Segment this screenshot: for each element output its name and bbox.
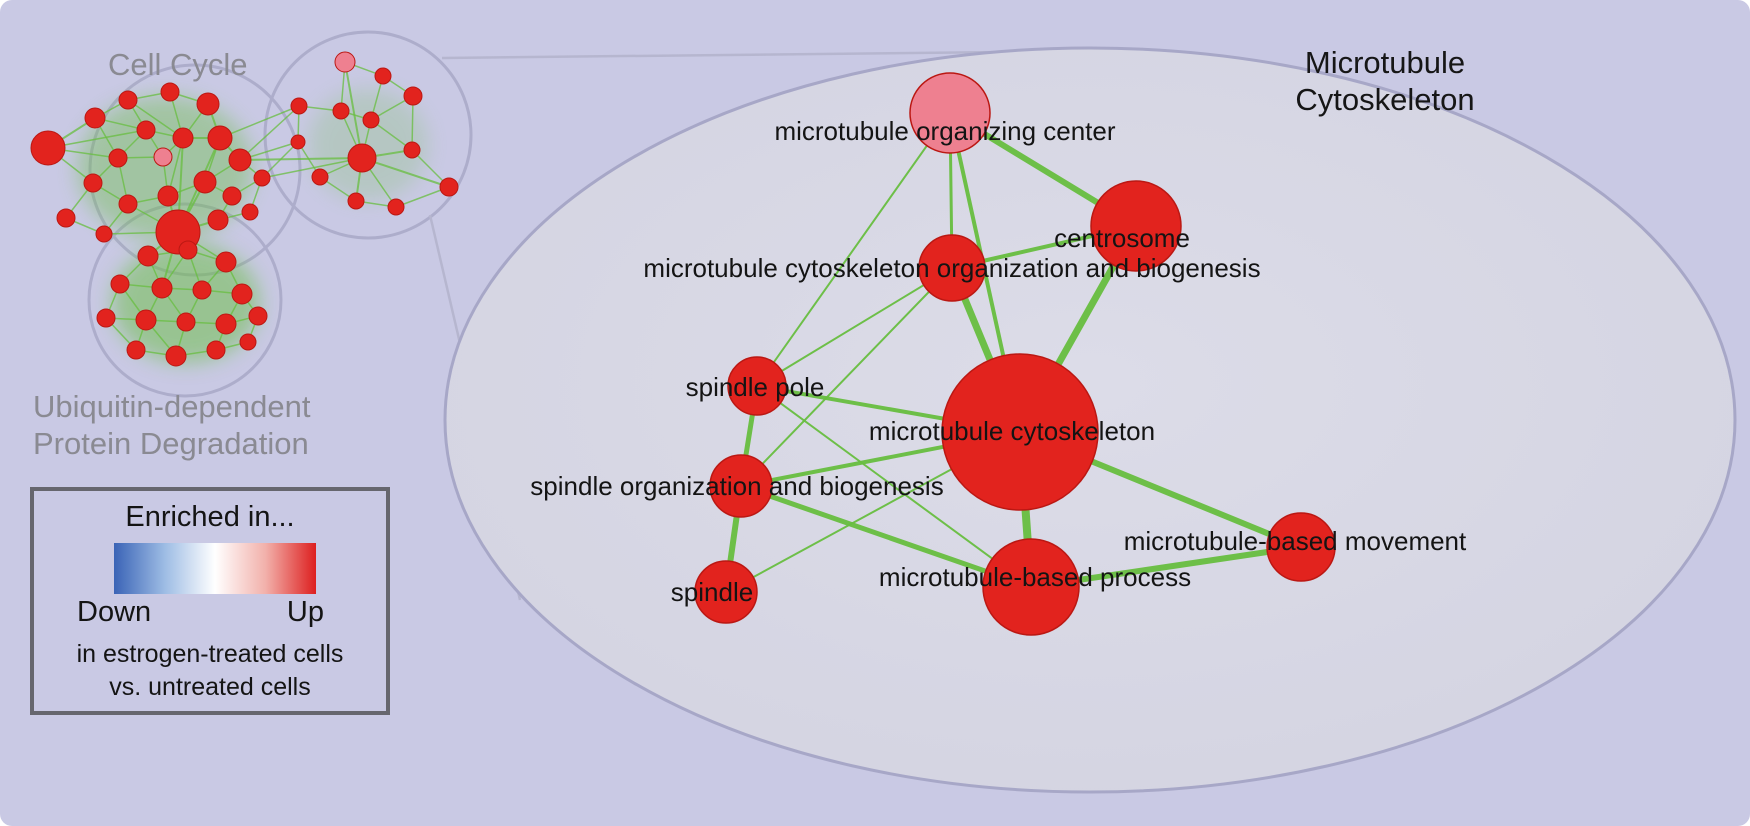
network-node-c7[interactable]: [153, 147, 173, 167]
network-node-spindle_pole[interactable]: [727, 356, 787, 416]
legend-title: Enriched in...: [125, 501, 295, 533]
network-edge: [756, 385, 1032, 588]
network-node-u5[interactable]: [192, 280, 212, 300]
network-node-u3[interactable]: [110, 274, 130, 294]
network-node-c12[interactable]: [118, 194, 138, 214]
network-edge: [740, 267, 953, 487]
network-edge: [361, 157, 450, 188]
network-edge: [756, 112, 951, 387]
network-node-m8[interactable]: [439, 177, 459, 197]
network-node-oc[interactable]: [909, 72, 991, 154]
network-node-c20[interactable]: [253, 169, 271, 187]
network-node-u14[interactable]: [206, 340, 226, 360]
network-node-u7[interactable]: [96, 308, 116, 328]
legend: Enriched in... Down Up in estrogen-treat…: [30, 487, 390, 715]
network-node-u12[interactable]: [126, 340, 146, 360]
legend-up-label: Up: [286, 596, 324, 628]
network-node-u1[interactable]: [178, 240, 198, 260]
network-edge: [219, 105, 300, 139]
network-node-u11[interactable]: [248, 306, 268, 326]
network-node-m2[interactable]: [403, 86, 423, 106]
network-node-u0[interactable]: [137, 245, 159, 267]
network-node-m7[interactable]: [403, 141, 421, 159]
network-node-c11[interactable]: [83, 173, 103, 193]
network-node-m11[interactable]: [387, 198, 405, 216]
legend-gradient-bar: [114, 543, 316, 594]
network-node-c1[interactable]: [84, 107, 106, 129]
network-node-mbp[interactable]: [982, 538, 1080, 636]
node-label-centrosome: centrosome: [1054, 223, 1190, 253]
legend-caption-line1: in estrogen-treated cells: [76, 640, 344, 668]
network-node-u10[interactable]: [215, 313, 237, 335]
network-edge: [738, 483, 1034, 590]
network-node-c4[interactable]: [196, 92, 220, 116]
network-edge: [239, 105, 300, 161]
network-node-c6[interactable]: [172, 127, 194, 149]
node-label-mbm: microtubule-based movement: [1124, 526, 1467, 556]
network-node-c2[interactable]: [118, 90, 138, 110]
network-edge: [756, 267, 953, 387]
network-node-u2[interactable]: [215, 251, 237, 273]
network-node-u8[interactable]: [135, 309, 157, 331]
network-node-c14[interactable]: [193, 170, 217, 194]
network-node-mc[interactable]: [941, 353, 1099, 511]
network-node-c8[interactable]: [207, 125, 233, 151]
cluster-circle-microtubule: [263, 30, 473, 240]
network-edge: [127, 99, 184, 139]
legend-caption: in estrogen-treated cells vs. untreated …: [34, 638, 386, 704]
network-node-c17[interactable]: [95, 225, 113, 243]
network-edge: [344, 61, 363, 159]
network-node-c16[interactable]: [56, 208, 76, 228]
network-node-c9[interactable]: [228, 148, 252, 172]
network-node-m4[interactable]: [332, 102, 350, 120]
network-node-m5[interactable]: [362, 111, 380, 129]
network-node-m10[interactable]: [347, 192, 365, 210]
network-node-spindle[interactable]: [694, 560, 758, 624]
node-label-mc: microtubule cytoskeleton: [869, 416, 1155, 446]
node-label-spindle: spindle: [671, 577, 753, 607]
network-node-c0[interactable]: [30, 130, 66, 166]
network-node-c3[interactable]: [160, 82, 180, 102]
network-node-c21[interactable]: [241, 203, 259, 221]
network-edge: [261, 157, 363, 179]
network-node-m9[interactable]: [311, 168, 329, 186]
network-node-m6[interactable]: [347, 143, 377, 173]
node-label-mbp: microtubule-based process: [879, 562, 1191, 592]
network-node-centrosome[interactable]: [1090, 180, 1182, 272]
network-node-c15[interactable]: [222, 186, 242, 206]
node-label-sob: spindle organization and biogenesis: [530, 471, 943, 501]
network-node-u6[interactable]: [231, 283, 253, 305]
node-label-mcob: microtubule cytoskeleton organization an…: [643, 253, 1260, 283]
network-node-m12[interactable]: [290, 134, 306, 150]
network-node-mbm[interactable]: [1266, 512, 1336, 582]
network-node-m3[interactable]: [290, 97, 308, 115]
network-node-c19[interactable]: [207, 209, 229, 231]
network-node-u15[interactable]: [239, 333, 257, 351]
node-label-oc: microtubule organizing center: [774, 116, 1115, 146]
node-label-spindle_pole: spindle pole: [686, 372, 825, 402]
legend-caption-line2: vs. untreated cells: [109, 673, 311, 701]
network-node-m0[interactable]: [334, 51, 356, 73]
network-node-u4[interactable]: [151, 277, 173, 299]
network-node-sob[interactable]: [709, 454, 773, 518]
network-node-m1[interactable]: [374, 67, 392, 85]
network-node-u9[interactable]: [176, 312, 196, 332]
network-node-mcob[interactable]: [918, 234, 986, 302]
legend-down-label: Down: [77, 596, 152, 628]
network-edge: [239, 157, 363, 161]
network-node-c13[interactable]: [157, 185, 179, 207]
network-node-c5[interactable]: [136, 120, 156, 140]
network-node-c10[interactable]: [108, 148, 128, 168]
zoom-connector-line: [441, 50, 1006, 60]
network-node-u13[interactable]: [165, 345, 187, 367]
